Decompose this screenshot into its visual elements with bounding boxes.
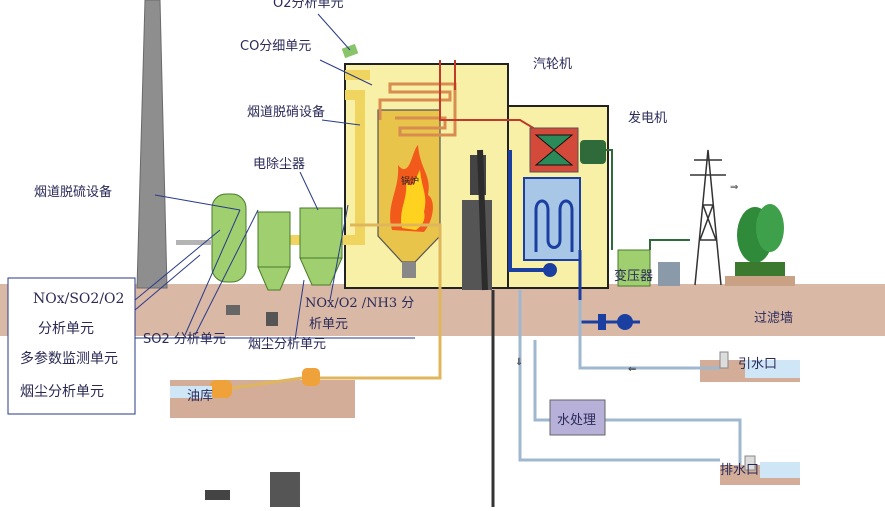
- nox-o2-nh3-label-2: 析单元: [309, 317, 349, 332]
- generator-label: 发电机: [628, 111, 668, 126]
- feedwater-pipe: [508, 150, 545, 272]
- o2-unit-label: O2分析单元: [273, 0, 344, 11]
- cooling-pump-valve: [598, 314, 606, 330]
- pump: [543, 263, 557, 277]
- flue-duct-top: [345, 70, 370, 80]
- co-unit-label: CO分细单元: [240, 39, 312, 54]
- filter-wall-label: 过滤墙: [754, 311, 794, 326]
- nox-o2-nh3-label-1: NOx/O2 /NH3 分: [305, 296, 415, 311]
- turbine-rotor: [534, 134, 574, 166]
- arrow-left-1: ⇐: [628, 364, 636, 375]
- chimney: [136, 0, 168, 289]
- desulfurization-label: 烟道脱硫设备: [34, 185, 113, 200]
- ground: [0, 284, 885, 336]
- oil-tank-2: [302, 368, 320, 386]
- arrow-down-1: ⇓: [515, 357, 523, 368]
- boiler-hopper: [402, 262, 416, 278]
- outlet-water: [760, 462, 800, 478]
- intake-label: 引水口: [738, 357, 778, 372]
- intake-water: [745, 360, 800, 378]
- intake-pipe: [578, 300, 720, 370]
- legend-line-2: 分析单元: [38, 321, 94, 337]
- power-line: [606, 149, 690, 250]
- oil-depot-label: 油库: [187, 389, 214, 404]
- legend-line-1: NOx/SO2/O2: [33, 291, 125, 307]
- conveyor: [477, 149, 488, 291]
- analyzer-box-1: [226, 305, 240, 315]
- water-treatment-box: [549, 399, 606, 436]
- arrow-right-1: ⇒: [730, 182, 738, 193]
- desulfurization-tower: [211, 193, 247, 283]
- outlet-gate: [744, 455, 756, 471]
- treatment-pipe: [533, 340, 742, 465]
- precipitator-label: 电除尘器: [253, 157, 306, 172]
- analyzer-o2: [341, 43, 359, 59]
- transformer-label: 变压器: [614, 269, 654, 284]
- intake-gate: [719, 351, 729, 369]
- desulf-pipe: [176, 240, 212, 245]
- bottom-pump: [205, 490, 230, 500]
- drain-pipe: [518, 290, 720, 462]
- condenser-coil: [534, 199, 574, 252]
- turbine-label: 汽轮机: [533, 57, 573, 72]
- fan-unit: [257, 211, 291, 268]
- transmission-tower: [690, 149, 726, 286]
- cooling-pump: [617, 314, 633, 330]
- water-treatment-label: 水处理: [557, 413, 597, 428]
- tree-base: [735, 262, 785, 276]
- analyzer-box-2: [266, 312, 278, 326]
- precipitator: [299, 207, 343, 259]
- fan-hopper: [257, 266, 291, 291]
- denitration-label: 烟道脱硝设备: [247, 105, 326, 120]
- precipitator-hopper: [299, 257, 343, 286]
- oil-water: [170, 386, 212, 398]
- legend-line-3: 多参数监测单元: [20, 351, 118, 367]
- tree-mound: [725, 276, 795, 286]
- so2-unit-label: SO2 分析单元: [143, 332, 226, 347]
- tree-2: [756, 204, 784, 252]
- dust-unit-mid-label: 烟尘分析单元: [248, 337, 327, 352]
- legend-box: [7, 277, 136, 415]
- boiler-label: 锅炉: [401, 177, 420, 187]
- bottom-tank: [270, 472, 300, 507]
- boiler-flame-inner: [401, 170, 426, 230]
- outlet-label: 排水口: [720, 463, 760, 478]
- oil-tank: [210, 380, 232, 398]
- legend-line-4: 烟尘分析单元: [20, 384, 104, 400]
- transformer-2: [658, 262, 680, 286]
- generator-unit: [580, 140, 606, 164]
- oil-pipe: [231, 223, 442, 390]
- transformer-box: [617, 249, 651, 287]
- annotation-lines: [134, 13, 373, 341]
